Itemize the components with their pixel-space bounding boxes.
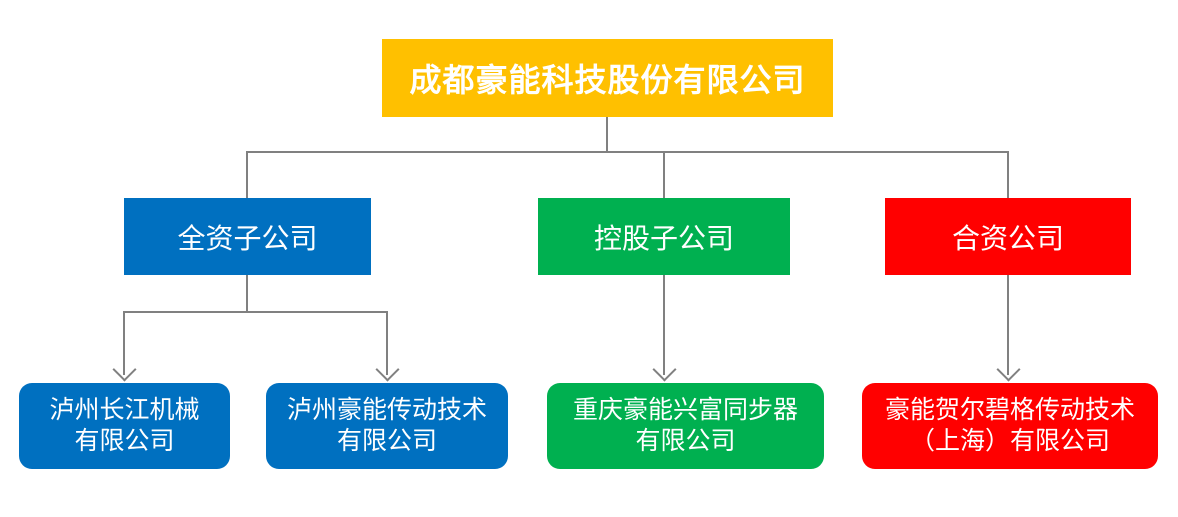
connector-line — [663, 275, 665, 375]
connector-line — [123, 311, 388, 313]
connector-line — [123, 311, 125, 375]
connector-line — [386, 311, 388, 375]
node-label-line1: 重庆豪能兴富同步器 — [572, 396, 798, 424]
arrow-down-icon — [112, 357, 137, 382]
node-holding-subsidiary: 控股子公司 — [538, 198, 790, 275]
node-wholly-owned-subsidiary: 全资子公司 — [124, 198, 371, 275]
node-label-line1: 泸州豪能传动技术 — [286, 396, 487, 424]
node-label-line2: （上海）有限公司 — [909, 427, 1110, 455]
node-label: 合资公司 — [951, 222, 1064, 254]
node-label-line2: 有限公司 — [336, 427, 437, 455]
node-label-line2: 有限公司 — [635, 427, 736, 455]
connector-line — [246, 275, 248, 312]
node-label-line1: 豪能贺尔碧格传动技术 — [884, 396, 1135, 424]
connector-line — [1007, 151, 1009, 198]
node-chongqing-haoneng-xingfu: 重庆豪能兴富同步器 有限公司 — [547, 383, 824, 469]
arrow-down-icon — [652, 357, 677, 382]
node-label-line1: 泸州长江机械 — [49, 396, 200, 424]
node-label-line2: 有限公司 — [74, 427, 175, 455]
node-root-company: 成都豪能科技股份有限公司 — [382, 39, 833, 117]
node-luzhou-changjiang-machinery: 泸州长江机械 有限公司 — [19, 383, 230, 469]
connector-line — [606, 117, 608, 152]
node-label: 成都豪能科技股份有限公司 — [409, 62, 806, 98]
connector-line — [1007, 275, 1009, 375]
connector-line — [246, 151, 1009, 153]
connector-line — [246, 151, 248, 198]
node-haoneng-hoerbiger-shanghai: 豪能贺尔碧格传动技术 （上海）有限公司 — [862, 383, 1158, 469]
connector-line — [663, 151, 665, 198]
node-label: 全资子公司 — [177, 222, 318, 254]
arrow-down-icon — [996, 357, 1021, 382]
node-luzhou-haoneng-transmission: 泸州豪能传动技术 有限公司 — [266, 383, 508, 469]
node-joint-venture: 合资公司 — [885, 198, 1131, 275]
arrow-down-icon — [375, 357, 400, 382]
node-label: 控股子公司 — [593, 222, 734, 254]
